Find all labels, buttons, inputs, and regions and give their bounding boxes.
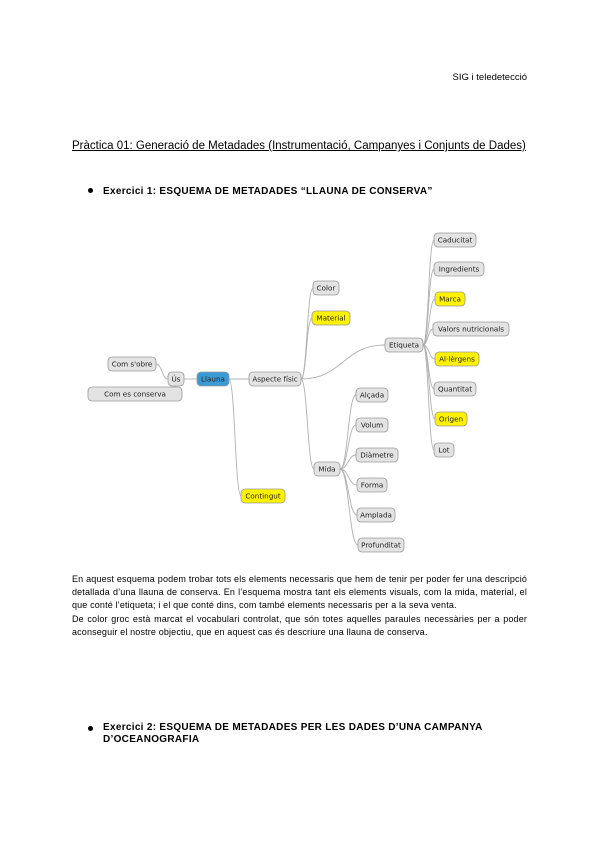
mindmap-node-label: Com s'obre [112, 360, 153, 369]
mindmap-link-ingredients [422, 268, 435, 346]
mindmap-node-label: Mida [318, 465, 335, 474]
exercise-2-heading: Exercici 2: ESQUEMA DE METADADES PER LES… [88, 722, 528, 746]
mindmap-node-label: Marca [439, 295, 461, 304]
mindmap-link-amplada [339, 468, 358, 516]
mindmap-node-alcada: Alçada [355, 387, 389, 403]
mindmap-node-caducitat: Caducitat [433, 232, 477, 248]
mindmap-node-label: Al·lèrgens [439, 355, 475, 364]
mindmap-node-origen: Origen [434, 411, 468, 427]
mindmap-node-material: Material [311, 310, 351, 326]
page-header: SIG i teledetecció [452, 72, 527, 83]
mindmap-node-ingredients: Ingredients [433, 261, 485, 277]
mindmap-node-diametre: Diàmetre [355, 447, 399, 463]
mindmap-link-lot [422, 344, 435, 451]
mindmap-node-color: Color [312, 280, 340, 296]
mindmap-node-label: Alçada [360, 391, 384, 400]
mindmap-node-profunditat: Profunditat [357, 537, 405, 553]
mindmap-link-marca [422, 298, 436, 346]
mindmap-node-label: Ingredients [439, 265, 480, 274]
mindmap-node-amplada: Amplada [356, 507, 396, 523]
mindmap-link-color [300, 287, 314, 380]
mindmap-node-com_sobre: Com s'obre [107, 356, 157, 372]
mindmap-node-valors: Valors nutricionals [432, 321, 510, 337]
mindmap-link-etiqueta [300, 344, 386, 380]
mindmap-node-label: Contingut [245, 492, 280, 501]
mindmap-node-label: Volum [361, 421, 383, 430]
mindmap-node-alergens: Al·lèrgens [434, 351, 480, 367]
mindmap-node-label: Material [316, 314, 345, 323]
description-paragraph-2: De color groc està marcat el vocabulari … [72, 613, 527, 637]
mindmap-node-label: Ús [171, 375, 180, 384]
bullet-icon [88, 187, 93, 193]
description-paragraph-1: En aquest esquema podem trobar tots els … [72, 574, 527, 611]
mindmap-node-volum: Volum [355, 417, 389, 433]
mindmap-node-label: Etiqueta [389, 341, 419, 350]
mindmap-node-label: Origen [439, 415, 463, 424]
mindmap-link-alcada [339, 394, 357, 470]
mindmap-link-profunditat [339, 468, 359, 546]
mindmap-node-label: Com es conserva [104, 390, 166, 399]
mindmap-link-volum [339, 424, 357, 470]
mindmap-node-label: Amplada [360, 511, 392, 520]
mindmap-node-com_es_conserva: Com es conserva [87, 386, 183, 402]
mindmap-link-contingut [228, 378, 242, 497]
mindmap-node-mida: Mida [313, 461, 341, 477]
mindmap-link-origen [422, 344, 436, 420]
mindmap-link-com_sobre [155, 363, 169, 380]
mindmap-node-label: Color [317, 284, 336, 293]
mindmap-link-valors [422, 328, 434, 346]
mindmap-node-label: Caducitat [438, 236, 473, 245]
mindmap-node-etiqueta: Etiqueta [384, 337, 424, 353]
mindmap-link-diametre [339, 454, 357, 470]
mindmap-node-label: Lot [438, 446, 449, 455]
mindmap-node-label: Aspecte físic [252, 375, 297, 384]
mindmap-node-quantitat: Quantitat [433, 381, 477, 397]
bullet-icon [88, 726, 93, 731]
mindmap-node-label: Diàmetre [360, 451, 394, 460]
mindmap-node-marca: Marca [434, 291, 466, 307]
mindmap-node-lot: Lot [433, 442, 455, 458]
mindmap-node-label: Profunditat [361, 541, 401, 550]
exercise-1-heading: Exercici 1: ESQUEMA DE METADADES “LLAUNA… [88, 186, 433, 197]
document-title: Pràctica 01: Generació de Metadades (Ins… [72, 140, 526, 152]
mindmap-node-forma: Forma [356, 477, 388, 493]
mindmap-node-contingut: Contingut [240, 488, 286, 504]
mindmap-node-root: Llauna [196, 371, 230, 387]
mindmap-node-label: Quantitat [438, 385, 472, 394]
mindmap-node-label: Llauna [201, 375, 225, 384]
mindmap-node-us: Ús [167, 371, 185, 387]
mindmap-node-label: Valors nutricionals [438, 325, 504, 334]
mindmap-node-label: Forma [361, 481, 384, 490]
mindmap-link-material [300, 317, 313, 380]
mindmap-link-mida [300, 378, 315, 470]
mindmap-node-aspecte_fisic: Aspecte físic [248, 371, 302, 387]
exercise-1-description: En aquest esquema podem trobar tots els … [72, 573, 527, 639]
